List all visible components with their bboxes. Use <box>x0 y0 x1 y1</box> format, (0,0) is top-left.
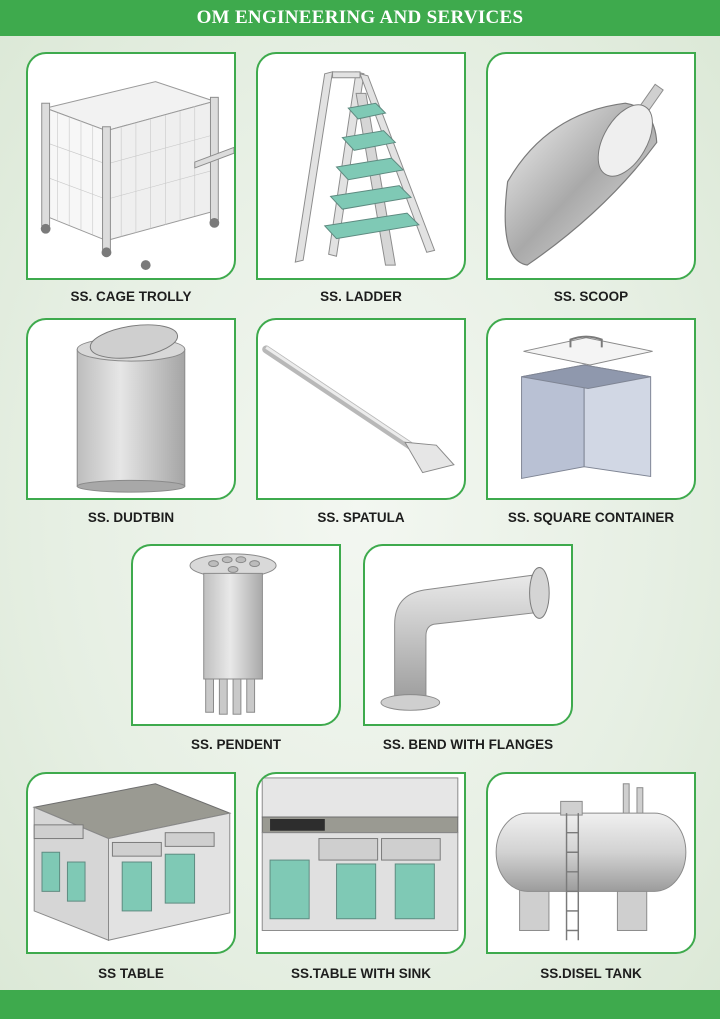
product-card-ladder[interactable] <box>256 52 466 280</box>
ladder-icon <box>294 71 436 266</box>
product-card-pendent[interactable] <box>131 544 341 726</box>
page-footer <box>0 990 720 1019</box>
product-card-scoop[interactable] <box>486 52 696 280</box>
page-header: OM ENGINEERING AND SERVICES <box>0 0 720 36</box>
product-label: SS. SPATULA <box>317 510 405 525</box>
table-with-sink-icon <box>261 777 459 931</box>
product-label: SS.DISEL TANK <box>540 966 642 981</box>
product-card-bend-with-flanges[interactable] <box>363 544 573 726</box>
product-label: SS. SQUARE CONTAINER <box>507 510 675 525</box>
product-label: SS. CAGE TROLLY <box>70 289 192 304</box>
square-container-icon <box>521 335 653 480</box>
product-label: SS. SCOOP <box>553 289 629 304</box>
product-label: SS. DUDTBIN <box>87 510 175 525</box>
product-label: SS.TABLE WITH SINK <box>291 966 431 981</box>
scoop-icon <box>504 83 664 266</box>
product-card-table[interactable] <box>26 772 236 954</box>
product-card-table-with-sink[interactable] <box>256 772 466 954</box>
product-card-square-container[interactable] <box>486 318 696 500</box>
product-label: SS. LADDER <box>320 289 402 304</box>
product-label: SS. PENDENT <box>190 737 282 752</box>
product-card-spatula[interactable] <box>256 318 466 500</box>
product-card-diesel-tank[interactable] <box>486 772 696 954</box>
product-label: SS. BEND WITH FLANGES <box>382 737 554 752</box>
page-title: OM ENGINEERING AND SERVICES <box>196 7 524 28</box>
dustbin-icon <box>76 324 186 493</box>
pendent-icon <box>189 553 277 715</box>
cage-trolley-icon <box>40 81 234 270</box>
diesel-tank-icon <box>495 783 687 941</box>
spatula-icon <box>262 345 455 474</box>
product-card-dustbin[interactable] <box>26 318 236 500</box>
table-icon <box>32 783 232 941</box>
product-label: SS TABLE <box>98 966 164 981</box>
bend-with-flanges-icon <box>380 567 550 711</box>
product-card-cage-trolly[interactable] <box>26 52 236 280</box>
